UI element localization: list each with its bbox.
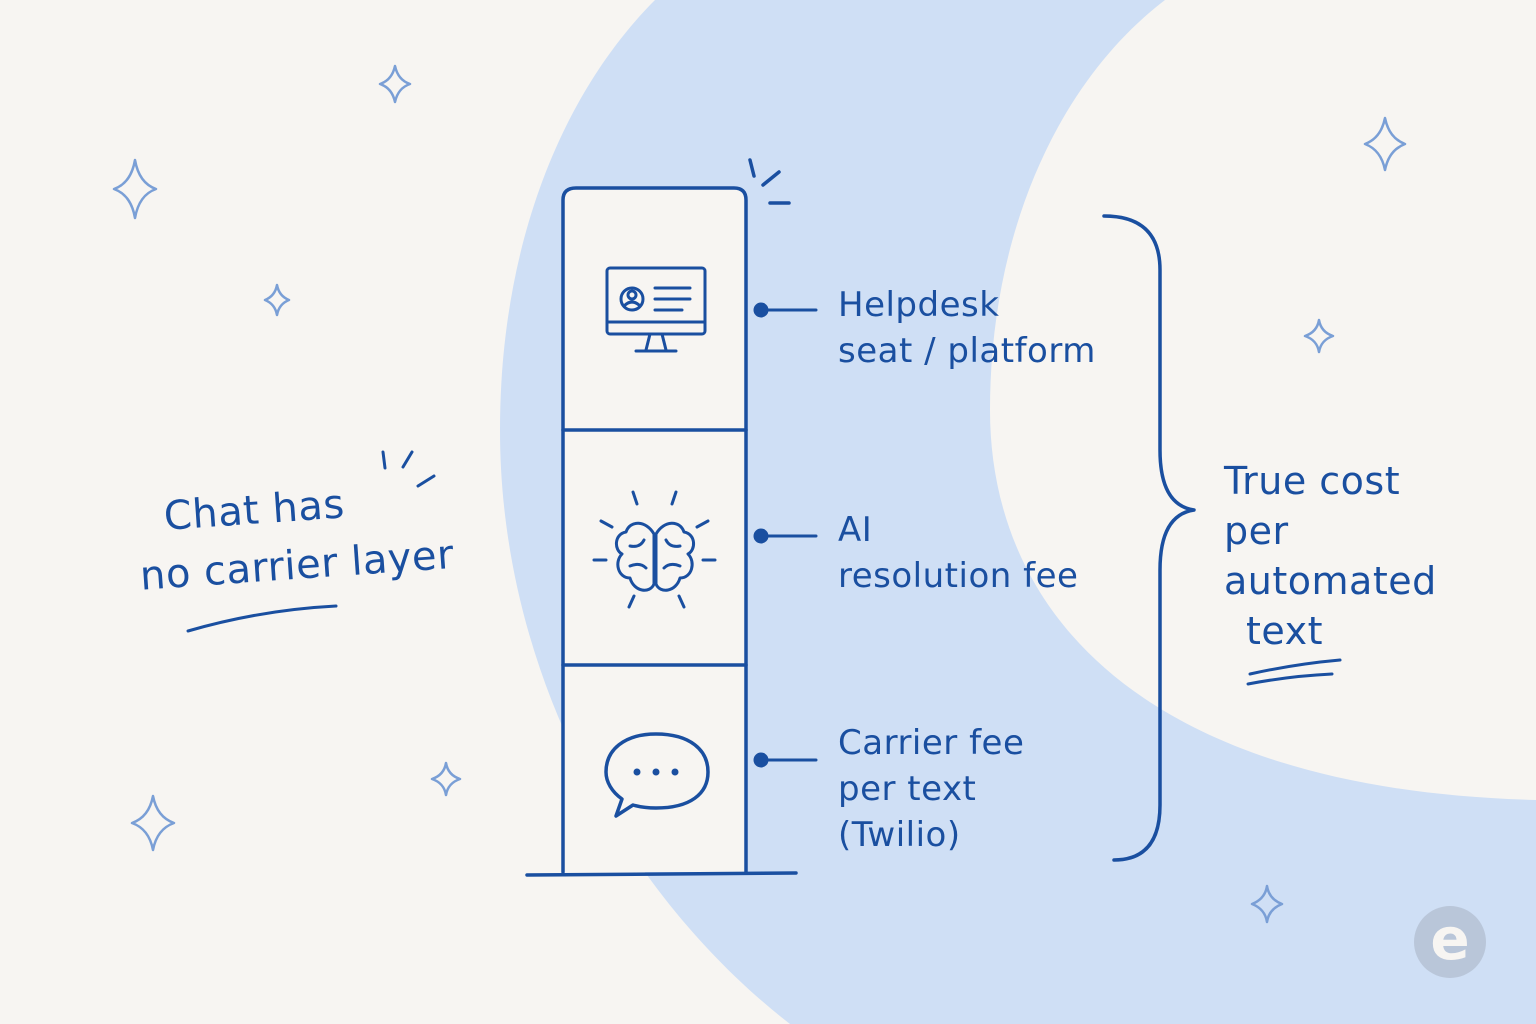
emphasis-strokes-left bbox=[381, 450, 436, 488]
emphasis-stroke bbox=[761, 170, 781, 187]
emphasis-stroke bbox=[748, 158, 756, 178]
total-line: text bbox=[1246, 609, 1323, 653]
brand-logo: e bbox=[1414, 906, 1486, 978]
total-line: per bbox=[1224, 509, 1289, 553]
crescent-shape bbox=[500, 0, 1536, 1024]
brain-icon bbox=[592, 490, 717, 609]
underline-stroke bbox=[1246, 672, 1334, 686]
sparkle-icon bbox=[430, 761, 462, 797]
underline-stroke bbox=[186, 604, 338, 633]
label-line: Helpdesk bbox=[838, 285, 1000, 325]
sparkle-icon bbox=[112, 158, 158, 220]
sparkle-icon bbox=[1250, 884, 1284, 924]
total-line: True cost bbox=[1224, 459, 1401, 503]
label-line: (Twilio) bbox=[838, 815, 961, 855]
connector-dot bbox=[753, 528, 769, 544]
sparkle-icon bbox=[1363, 116, 1407, 172]
left-note: Chat has no carrier layer bbox=[139, 468, 456, 604]
stack-baseline bbox=[525, 871, 798, 877]
label-line: seat / platform bbox=[838, 331, 1096, 371]
underline-stroke bbox=[1248, 658, 1342, 676]
underline-strokes bbox=[186, 604, 1342, 686]
label-line: resolution fee bbox=[838, 556, 1079, 596]
label-ai-fee: AI resolution fee bbox=[838, 507, 1078, 599]
sparkle-icon bbox=[263, 283, 291, 317]
connector-dot bbox=[753, 752, 769, 768]
curly-brace bbox=[1102, 214, 1196, 862]
emphasis-stroke bbox=[401, 450, 414, 469]
total-line: automated bbox=[1224, 559, 1437, 603]
label-line: AI bbox=[838, 510, 873, 550]
chat-bubble-icon bbox=[604, 732, 710, 818]
monitor-icon bbox=[605, 266, 707, 353]
cost-stack bbox=[525, 158, 798, 877]
sparkle-icon bbox=[1303, 318, 1335, 354]
sparkle-icon bbox=[378, 64, 412, 104]
connector-dot bbox=[753, 302, 769, 318]
emphasis-stroke bbox=[381, 450, 387, 470]
label-line: Carrier fee bbox=[838, 723, 1025, 763]
sparkle-icon bbox=[130, 794, 176, 852]
connectors bbox=[753, 302, 818, 768]
emphasis-stroke bbox=[416, 474, 436, 488]
label-line: per text bbox=[838, 769, 977, 809]
stack-outline bbox=[561, 186, 748, 874]
sparkle-icons bbox=[112, 64, 1407, 924]
total-cost-label: True cost per automated text bbox=[1224, 456, 1437, 656]
label-helpdesk: Helpdesk seat / platform bbox=[838, 282, 1096, 374]
label-carrier-fee: Carrier fee per text (Twilio) bbox=[838, 720, 1024, 858]
